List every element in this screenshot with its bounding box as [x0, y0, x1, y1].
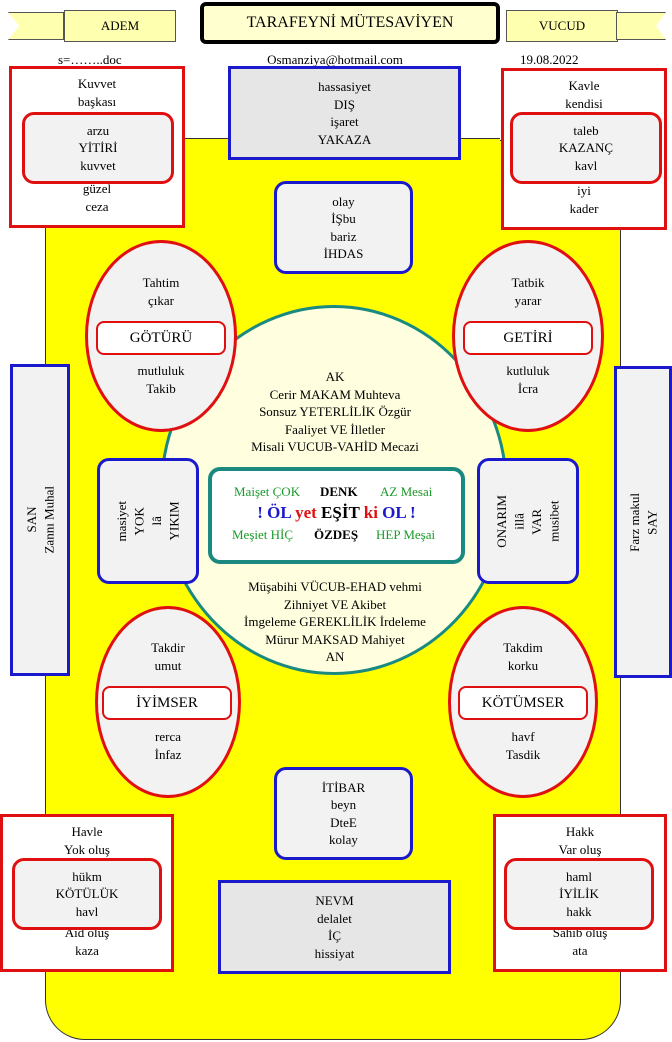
circle-lower-text: Müşabihi VÜCUB-EHAD vehmi Zihniyet VE Ak…: [244, 579, 426, 664]
page-title: TARAFEYNİ MÜTESAVİYEN: [200, 2, 500, 44]
bottom-box: NEVM delalet İÇ hissiyat: [218, 880, 451, 974]
label-getiri: GETİRİ: [463, 321, 593, 355]
right-tab-label: VUCUD: [538, 18, 586, 33]
label-iyimser: İYİMSER: [102, 686, 232, 720]
ellipse-ur-bottom: kutluluk İcra: [506, 363, 550, 396]
left-inner-text: masiyet YOK lâ YIKIM: [114, 500, 182, 542]
ellipse-lr-top: Takdim korku: [503, 640, 543, 673]
side-right-text: Farz makul SAY: [626, 492, 660, 552]
label-goturu: GÖTÜRÜ: [96, 321, 226, 355]
right-inner-box: ONARIM illâ VAR musibet: [477, 458, 579, 584]
top-box: hassasiyet DIŞ işaret YAKAZA: [228, 66, 461, 160]
right-tab: VUCUD: [506, 10, 618, 42]
side-right-box: Farz makul SAY: [614, 366, 672, 678]
email: Osmanziya@hotmail.com: [267, 52, 403, 67]
page-title-text: TARAFEYNİ MÜTESAVİYEN: [246, 14, 454, 31]
left-tab: ADEM: [64, 10, 176, 42]
ellipse-ur-top: Tatbik yarar: [511, 275, 545, 308]
upper-mid-box: olay İŞbu bariz İHDAS: [274, 181, 413, 274]
corner-br-inner: haml İYİLİK hakk: [504, 858, 654, 930]
ellipse-ul-top: Tahtim çıkar: [142, 275, 180, 308]
lower-mid-box: İTİBAR beyn DteE kolay: [274, 767, 413, 860]
ellipse-ll-top: Takdir umut: [151, 640, 185, 673]
right-inner-text: ONARIM illâ VAR musibet: [494, 494, 562, 548]
date: 19.08.2022: [520, 52, 579, 67]
left-tab-label: ADEM: [100, 18, 140, 33]
center-box: Maişet ÇOK DENK AZ Mesai ! ÖL yet EŞİT k…: [208, 467, 465, 564]
right-tab-fold: [616, 12, 666, 40]
label-kotumser: KÖTÜMSER: [458, 686, 588, 720]
circle-upper-text: AK Cerir MAKAM Muhteva Sonsuz YETERLİLİK…: [251, 369, 419, 454]
left-tab-fold: [8, 12, 64, 40]
center-row-2: ! ÖL yet EŞİT ki OL !: [257, 503, 416, 522]
ellipse-ul-bottom: mutluluk Takib: [137, 363, 185, 396]
corner-bl-inner: hükm KÖTÜLÜK havl: [12, 858, 162, 930]
ellipse-lr-bottom: havf Tasdik: [505, 729, 541, 762]
ellipse-ll-bottom: rerca İnfaz: [154, 729, 182, 762]
side-left-box: SAN Zannı Muhal: [10, 364, 70, 676]
corner-tl-inner: arzu YİTİRİ kuvvet: [22, 112, 174, 184]
corner-tr-inner: taleb KAZANÇ kavl: [510, 112, 662, 184]
side-left-text: SAN Zannı Muhal: [23, 486, 57, 554]
left-inner-box: masiyet YOK lâ YIKIM: [97, 458, 199, 584]
file-name: s=……..doc: [58, 52, 122, 67]
